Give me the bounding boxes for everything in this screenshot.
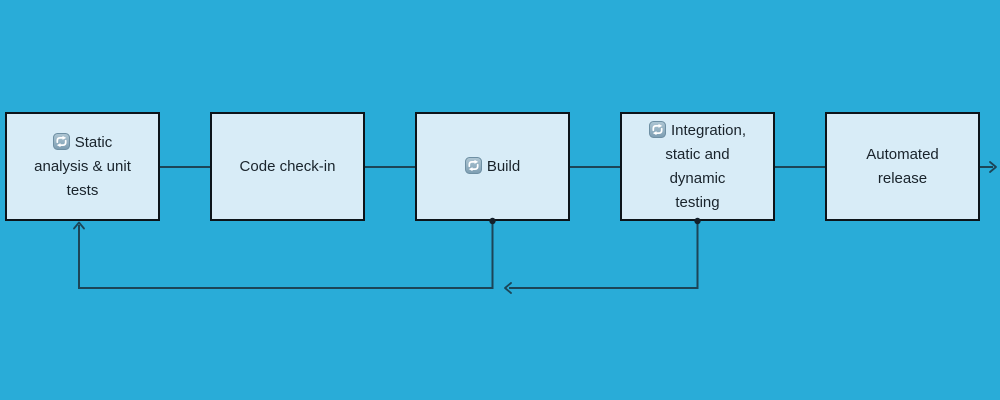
node-content: Automated release bbox=[860, 143, 945, 191]
repeat-icon bbox=[464, 156, 482, 174]
node-build: Build bbox=[415, 112, 570, 221]
node-label: Code check-in bbox=[239, 157, 336, 175]
node-automated-release: Automated release bbox=[825, 112, 980, 221]
node-content: Integration, static and dynamic testing bbox=[643, 119, 752, 215]
node-static-analysis-unit-tests: Static analysis & unit tests bbox=[5, 112, 160, 221]
feedback-arrowhead-left bbox=[504, 282, 512, 294]
feedback-connector-build-to-static bbox=[78, 221, 494, 289]
repeat-icon bbox=[52, 132, 70, 150]
node-code-check-in: Code check-in bbox=[210, 112, 365, 221]
node-label: Build bbox=[486, 157, 521, 175]
feedback-connector-integration bbox=[509, 221, 699, 289]
node-content: Build bbox=[459, 155, 526, 179]
feedback-arrowhead-up bbox=[73, 221, 85, 230]
node-label: Automated release bbox=[866, 145, 939, 187]
exit-arrowhead bbox=[989, 161, 997, 173]
node-content: Code check-in bbox=[234, 155, 342, 179]
node-integration-static-dynamic-testing: Integration, static and dynamic testing bbox=[620, 112, 775, 221]
node-label: Integration, static and dynamic testing bbox=[665, 121, 747, 211]
node-label: Static analysis & unit tests bbox=[34, 133, 131, 199]
node-content: Static analysis & unit tests bbox=[28, 131, 137, 203]
repeat-icon bbox=[648, 120, 666, 138]
